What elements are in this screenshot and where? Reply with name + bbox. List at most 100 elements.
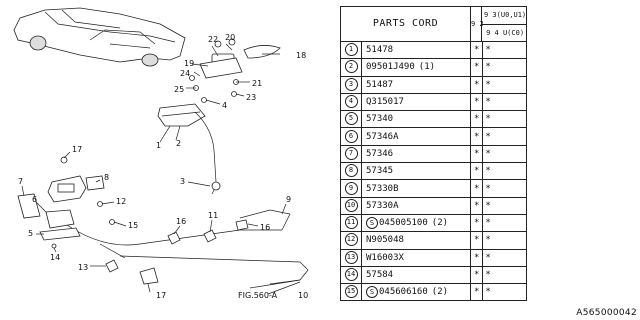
callout-11: 11 (208, 211, 218, 220)
row-number: 2 (340, 58, 362, 77)
row-number-circle: 1 (344, 43, 358, 57)
row-number: 13 (340, 248, 362, 267)
callout-20: 20 (225, 33, 235, 42)
part-code: 57345 (366, 166, 394, 177)
row-number-circle: 5 (344, 112, 358, 126)
row-number: 9 (340, 179, 362, 198)
row-number: 6 (340, 127, 362, 146)
standard-part-mark: S (366, 216, 378, 229)
row-number: 3 (340, 75, 362, 94)
part-code-cell: 57340 (361, 110, 471, 129)
opener-handle (17, 156, 115, 249)
part-code-cell: N905048 (361, 231, 471, 250)
row-number-circle: 15 (344, 285, 358, 299)
applicability-b: * (482, 110, 528, 129)
part-code: 57584 (366, 270, 394, 280)
row-number-circle: 4 (344, 95, 358, 109)
part-code: 57330B (366, 183, 399, 194)
part-code-cell: Q315017 (361, 92, 471, 112)
applicability-b: * (482, 179, 528, 198)
part-code-cell: 57330A (361, 196, 471, 215)
applicability-a: * (469, 127, 484, 146)
cable-clips (105, 219, 301, 285)
callout-6: 6 (32, 195, 37, 204)
car-illustration (13, 7, 186, 67)
applicability-b: * (482, 144, 528, 164)
callout-24: 24 (180, 69, 190, 78)
callout-21: 21 (252, 79, 262, 88)
callout-7: 7 (18, 177, 23, 186)
row-number: 10 (340, 196, 362, 215)
row-number: 5 (340, 110, 362, 129)
callout-17-bottom: 17 (156, 291, 166, 300)
applicability-b: * (482, 248, 528, 267)
applicability-a: * (469, 92, 484, 112)
row-number: 11 (340, 213, 362, 233)
row-number-circle: 14 (344, 268, 358, 281)
table-variant-header: 9 2 9 3(U0,U1) 9 4 U(C0) (469, 6, 528, 42)
part-code-cell: 57346A (361, 127, 471, 146)
row-number: 4 (340, 92, 362, 112)
lid-lock-bracket (157, 103, 221, 195)
callout-13-left: 13 (78, 263, 88, 272)
applicability-a: * (469, 179, 484, 198)
row-number-circle: 12 (344, 233, 358, 247)
applicability-b: * (482, 283, 528, 302)
part-code-cell: 51487 (361, 75, 471, 94)
applicability-a: * (469, 110, 484, 129)
figure-id: A565000042 (576, 308, 637, 318)
row-number-circle: 6 (344, 129, 358, 143)
standard-part-mark: S (366, 285, 378, 298)
variant-b-bottom: 9 4 U(C0) (486, 28, 525, 37)
row-number: 8 (340, 162, 362, 181)
row-number: 7 (340, 144, 362, 164)
callout-2: 2 (176, 139, 181, 148)
row-number-circle: 7 (344, 146, 358, 160)
applicability-b: * (482, 92, 528, 112)
row-number-circle: 8 (344, 164, 358, 178)
callout-16-right: 16 (260, 223, 270, 232)
part-code: 57340 (366, 114, 394, 125)
callout-1: 1 (156, 141, 161, 150)
row-number-circle: 3 (344, 77, 358, 91)
table-title: PARTS CORD (340, 6, 471, 42)
applicability-a: * (469, 283, 484, 302)
part-code: 57346A (366, 131, 399, 142)
parts-diagram: 22 20 18 19 24 21 25 23 4 1 2 3 17 8 7 6… (13, 7, 309, 300)
lid-opener-lever-group (189, 38, 281, 103)
applicability-a: * (469, 75, 484, 94)
row-number-circle: 13 (344, 250, 358, 264)
lid-opener-cable (59, 209, 309, 289)
part-code: W16003X (366, 252, 404, 263)
applicability-b: * (482, 196, 528, 215)
applicability-b: * (482, 58, 528, 77)
applicability-b: * (482, 162, 528, 181)
callout-5: 5 (28, 229, 33, 238)
applicability-b: * (482, 75, 528, 94)
applicability-a: * (469, 265, 484, 285)
row-number-circle: 11 (344, 216, 358, 230)
callout-17-top: 17 (72, 145, 82, 154)
row-number: 15 (340, 283, 362, 302)
applicability-b: * (482, 213, 528, 233)
applicability-b: * (482, 40, 528, 60)
part-quantity: (2) (431, 287, 449, 298)
applicability-a: * (469, 162, 484, 181)
part-code: 57346 (366, 148, 394, 159)
part-code-cell: 09501J490(1) (361, 58, 471, 77)
row-number: 14 (340, 265, 362, 285)
